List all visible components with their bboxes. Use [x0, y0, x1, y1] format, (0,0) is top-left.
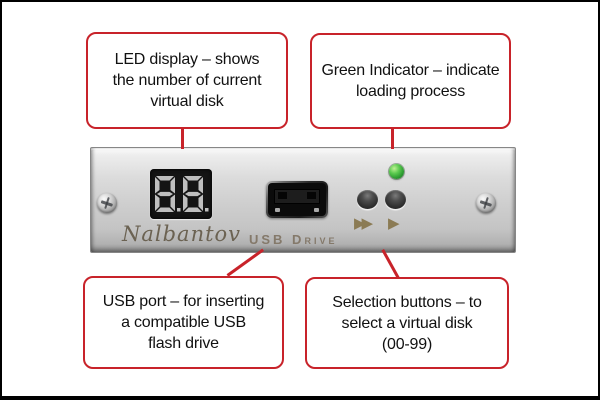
- screw-right-icon: [476, 193, 496, 213]
- callout-text-line: Selection buttons – to: [332, 293, 482, 311]
- callout-text-line: loading process: [355, 83, 466, 100]
- callout-line-led-display: [181, 123, 184, 149]
- callout-text-line: a compatible USB: [121, 314, 246, 331]
- green-led-indicator: [389, 164, 404, 179]
- callout-text-line: select a virtual disk: [341, 314, 473, 332]
- callout-text-line: LED display – shows: [114, 51, 260, 68]
- usb-port-slot: [268, 183, 326, 216]
- usb-shell-hole: [314, 208, 319, 212]
- callout-text-line: virtual disk: [150, 93, 224, 110]
- callout-selection-buttons: Selection buttons – to select a virtual …: [305, 277, 509, 369]
- callout-usb-port: USB port – for inserting a compatible US…: [83, 276, 284, 369]
- device-front-panel: ▶▶ ▶ Nalbantov USB Drive: [90, 147, 516, 253]
- callout-led-display: LED display – shows the number of curren…: [86, 32, 288, 129]
- callout-text-line: Green Indicator – indicate: [321, 62, 500, 79]
- forward-selection-button: [385, 190, 406, 209]
- phillips-cross-icon: [473, 190, 498, 215]
- usb-port: [266, 181, 328, 218]
- callout-text-line: the number of current: [112, 72, 262, 89]
- product-label-text: USB Drive: [249, 232, 338, 247]
- forward-arrow-icon: ▶: [388, 214, 400, 232]
- seven-segment-led-display: [150, 169, 212, 219]
- callout-green-indicator: Green Indicator – indicate loading proce…: [310, 33, 511, 129]
- callout-line-green-indicator: [391, 124, 394, 149]
- fast-forward-selection-button: [357, 190, 378, 209]
- callout-text-line: USB port – for inserting: [102, 293, 265, 310]
- usb-tongue: [274, 189, 320, 204]
- callout-line-selection-buttons: [381, 249, 400, 280]
- brand-logo-text: Nalbantov: [122, 222, 242, 246]
- callout-text-line: (00-99): [381, 335, 433, 353]
- screw-left-icon: [97, 193, 117, 213]
- phillips-cross-icon: [94, 190, 119, 215]
- callout-text-line: flash drive: [148, 335, 219, 352]
- fast-forward-arrows-icon: ▶▶: [354, 214, 373, 232]
- usb-shell-hole: [275, 208, 280, 212]
